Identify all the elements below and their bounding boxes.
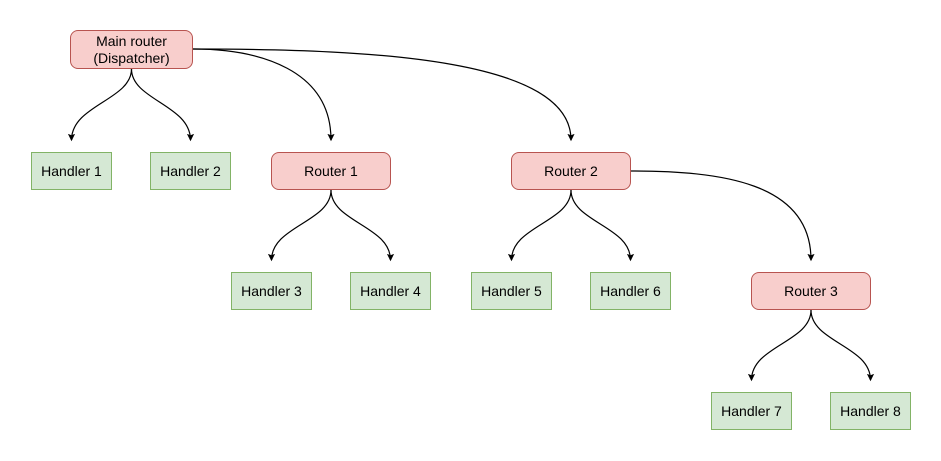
edge-router-2-to-router-3 <box>630 170 815 262</box>
node-handler-6[interactable]: Handler 6 <box>590 272 671 310</box>
node-handler-1[interactable]: Handler 1 <box>31 152 112 190</box>
edge-main-to-router-1 <box>192 48 335 142</box>
edge-main-to-handler-1 <box>67 68 133 142</box>
node-main-router[interactable]: Main router (Dispatcher) <box>70 30 193 69</box>
edge-router-3-to-handler-8 <box>810 309 875 382</box>
edge-router-1-to-handler-4 <box>330 189 395 262</box>
edges-group <box>67 48 875 382</box>
node-router-2[interactable]: Router 2 <box>511 152 631 190</box>
edge-router-3-to-handler-7 <box>747 309 812 382</box>
node-handler-8[interactable]: Handler 8 <box>830 392 911 430</box>
node-handler-7[interactable]: Handler 7 <box>711 392 792 430</box>
node-handler-2[interactable]: Handler 2 <box>150 152 231 190</box>
edge-main-to-router-2 <box>192 48 575 142</box>
edge-router-1-to-handler-3 <box>267 189 332 262</box>
node-router-1[interactable]: Router 1 <box>271 152 391 190</box>
edge-router-2-to-handler-5 <box>507 189 572 262</box>
node-router-3[interactable]: Router 3 <box>751 272 871 310</box>
edge-router-2-to-handler-6 <box>570 189 635 262</box>
edge-main-to-handler-2 <box>130 68 195 142</box>
node-handler-3[interactable]: Handler 3 <box>231 272 312 310</box>
node-handler-4[interactable]: Handler 4 <box>350 272 431 310</box>
node-handler-5[interactable]: Handler 5 <box>471 272 552 310</box>
